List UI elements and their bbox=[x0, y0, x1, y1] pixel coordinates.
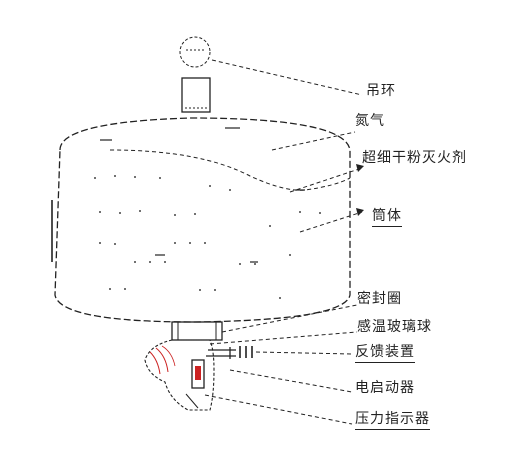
leader-line-powder bbox=[289, 167, 363, 193]
label-powder-agent: 超细干粉灭火剂 bbox=[362, 150, 467, 166]
gas-powder-boundary bbox=[109, 149, 351, 191]
label-hanger: 吊环 bbox=[366, 83, 396, 99]
hanger-neck bbox=[181, 77, 211, 113]
arrowhead bbox=[356, 208, 364, 216]
tank-body-outline bbox=[54, 117, 351, 323]
leader-lines bbox=[204, 59, 363, 425]
leader-line-glass-bulb bbox=[209, 331, 358, 345]
powder-dots bbox=[94, 175, 321, 299]
leader-line-body bbox=[299, 211, 363, 233]
leader-line-pressure-indicator bbox=[204, 394, 353, 425]
label-feedback-device: 反馈装置 bbox=[355, 343, 415, 363]
label-glass-bulb: 感温玻璃球 bbox=[357, 319, 432, 335]
leader-arrowheads bbox=[356, 164, 364, 216]
leader-line-nitrogen bbox=[271, 131, 356, 151]
feedback-device bbox=[206, 346, 253, 359]
leader-line-electric-start bbox=[229, 369, 353, 393]
label-electric-starter: 电启动器 bbox=[355, 380, 415, 396]
arrowhead bbox=[356, 164, 364, 172]
label-tank-body: 筒体 bbox=[372, 207, 402, 227]
label-nitrogen: 氮气 bbox=[355, 113, 385, 129]
leader-line-feedback bbox=[255, 351, 353, 355]
hanger-ring bbox=[179, 36, 211, 68]
seal-ring bbox=[171, 321, 223, 341]
label-seal-ring: 密封圈 bbox=[357, 291, 402, 307]
leader-line-hanger bbox=[211, 59, 363, 96]
powder-dashes bbox=[100, 127, 305, 263]
nozzle-assembly bbox=[144, 339, 215, 411]
leader-line-seal bbox=[221, 304, 358, 333]
label-pressure-indicator: 压力指示器 bbox=[355, 410, 430, 430]
